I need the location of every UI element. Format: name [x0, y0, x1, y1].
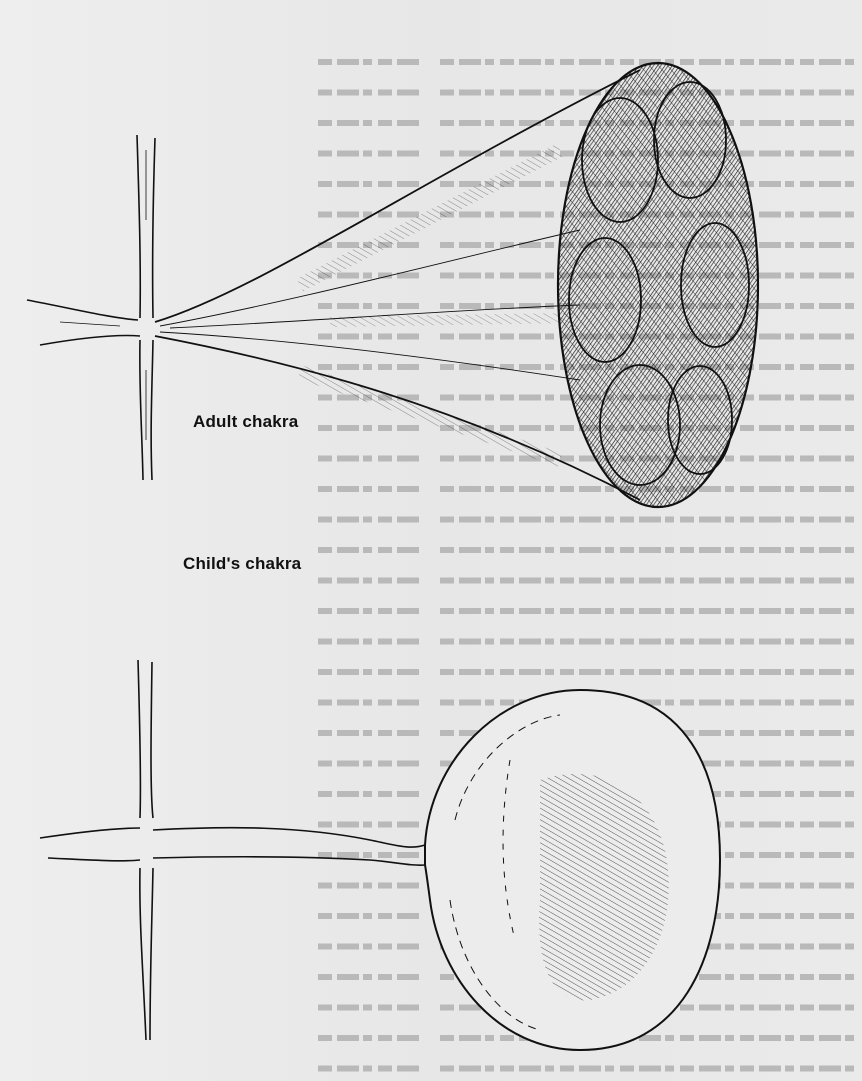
child-horizontal-channel — [40, 828, 140, 861]
child-chakra-label: Child's chakra — [183, 554, 301, 574]
child-chakra-bulb — [425, 690, 720, 1050]
child-chakra-stem — [153, 828, 425, 865]
child-vertical-channel — [138, 660, 153, 1040]
adult-chakra-mouth — [558, 63, 758, 507]
adult-horizontal-channel — [27, 300, 140, 345]
adult-chakra-label: Adult chakra — [193, 412, 298, 432]
adult-vertical-channel — [137, 135, 155, 480]
adult-chakra-drawing — [27, 63, 758, 507]
